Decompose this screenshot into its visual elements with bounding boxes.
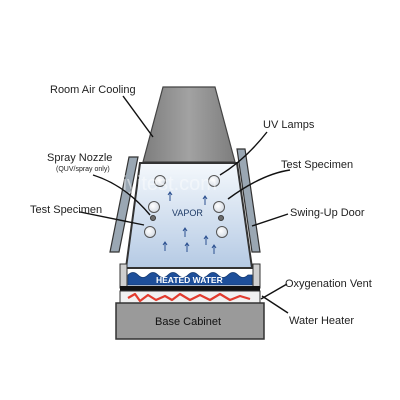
water-heater-label: Water Heater: [289, 315, 354, 327]
uv-lamp: [216, 226, 228, 238]
spray-nozzle-note: (QUV/spray only): [56, 166, 110, 173]
spray-nozzles: [149, 214, 224, 221]
spray-nozzle-label: Spray Nozzle: [47, 152, 112, 164]
base-cabinet: [115, 302, 265, 340]
watermark-text: liyitest.com: [118, 173, 217, 195]
uv-lamps: [144, 175, 228, 238]
swing-up-door-right: [236, 148, 261, 253]
test-specimen-left-label: Test Specimen: [30, 204, 102, 216]
leader-lines: [79, 95, 291, 314]
vapor-label: VAPOR: [172, 208, 203, 218]
swing-up-door-left: [109, 156, 139, 253]
uv-lamp: [148, 201, 160, 213]
heated-water-label: HEATED WATER: [156, 275, 223, 285]
base-cabinet-label: Base Cabinet: [155, 316, 221, 328]
water-tank-left-wall: [119, 263, 128, 289]
swing-up-door-label: Swing-Up Door: [290, 207, 365, 219]
uv-lamp: [213, 201, 225, 213]
heated-water: [127, 272, 253, 286]
spray-nozzle: [149, 214, 156, 221]
room-air-cooling-label: Room Air Cooling: [50, 84, 136, 96]
water-heater-element: [127, 292, 251, 303]
tank-floor: [120, 286, 260, 291]
room-air-cooling-chimney: [142, 86, 236, 163]
uv-lamp: [208, 175, 220, 187]
spray-nozzle: [217, 214, 224, 221]
water-tank-right-wall: [252, 263, 261, 289]
uv-lamp: [154, 175, 166, 187]
vapor-arrows: [162, 191, 217, 254]
test-specimen-right-label: Test Specimen: [281, 159, 353, 171]
test-chamber: [124, 162, 254, 269]
uv-lamp: [144, 226, 156, 238]
uv-lamps-label: UV Lamps: [263, 119, 315, 131]
oxygenation-vent-label: Oxygenation Vent: [285, 278, 372, 290]
